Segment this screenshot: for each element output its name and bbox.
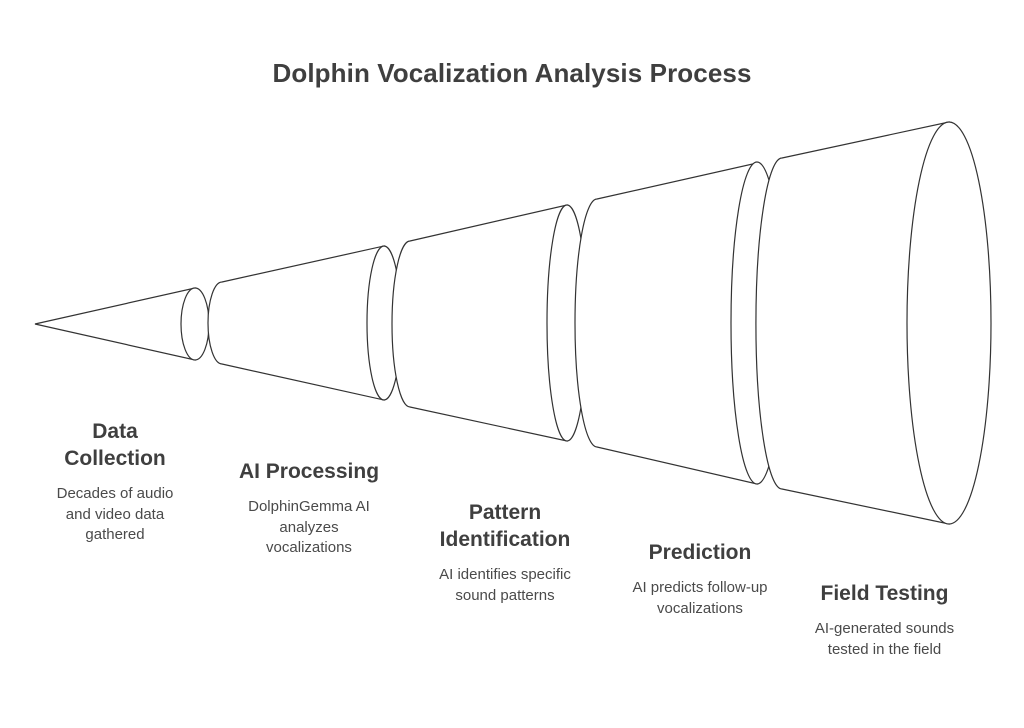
- stage-description-line: gathered: [85, 526, 145, 543]
- stage-title: Pattern Identification: [415, 499, 595, 553]
- funnel-segment-body: [391, 204, 568, 442]
- funnel-segment-body: [755, 121, 950, 525]
- funnel-segment-pattern-identification: [391, 204, 588, 442]
- funnel-segment-body: [34, 287, 196, 361]
- stage-title: Field Testing: [797, 580, 972, 607]
- stage-description: AI identifies specific sound patterns: [415, 565, 595, 606]
- stage-description-line: Decades of audio: [56, 485, 174, 502]
- funnel-segment-end-cap: [906, 121, 992, 525]
- stage-description-line: vocalizations: [266, 539, 352, 556]
- stage-title-line: Collection: [64, 447, 166, 470]
- funnel-segment-end-cap: [180, 287, 210, 361]
- stage-description: AI predicts follow-up vocalizations: [605, 578, 795, 619]
- stage-description: Decades of audio and video data gathered: [40, 484, 190, 546]
- stage-description-line: AI predicts follow-up: [632, 579, 768, 596]
- diagram-title: Dolphin Vocalization Analysis Process: [272, 58, 752, 88]
- stage-description-line: vocalizations: [657, 599, 743, 617]
- stage-title: AI Processing: [223, 458, 395, 485]
- stage-description-line: AI-generated sounds: [814, 620, 955, 637]
- stage-description-line: DolphinGemma AI: [248, 498, 370, 515]
- stage-description-line: sound patterns: [455, 586, 555, 604]
- stage-title-line: Field Testing: [820, 582, 949, 605]
- stage-title-line: AI Processing: [238, 460, 380, 483]
- stage-ai-processing: AI Processing DolphinGemma AI analyzes v…: [223, 458, 395, 559]
- stage-title-line: Pattern: [468, 501, 542, 524]
- stage-description: AI-generated sounds tested in the field: [797, 619, 972, 660]
- funnel-segment-body: [207, 245, 385, 401]
- stage-description: DolphinGemma AI analyzes vocalizations: [223, 497, 395, 559]
- stage-title-line: Prediction: [648, 541, 752, 564]
- stage-description-line: analyzes: [279, 518, 339, 536]
- funnel-segment-data-collection: [34, 287, 210, 361]
- funnel-segment-field-testing: [755, 121, 992, 525]
- stage-prediction: Prediction AI predicts follow-up vocaliz…: [605, 539, 795, 619]
- funnel-segment-body: [574, 162, 758, 485]
- stage-title-line: Data: [92, 420, 138, 443]
- stage-description-line: AI identifies specific: [439, 566, 571, 583]
- stage-description-line: tested in the field: [827, 640, 942, 658]
- stage-description-line: and video data: [65, 505, 165, 523]
- funnel-segment-prediction: [574, 161, 784, 485]
- funnel-segment-ai-processing: [207, 245, 402, 401]
- stage-title: Prediction: [605, 539, 795, 566]
- stage-field-testing: Field Testing AI-generated sounds tested…: [797, 580, 972, 660]
- stage-title-line: Identification: [439, 528, 571, 551]
- stage-pattern-identification: Pattern Identification AI identifies spe…: [415, 499, 595, 606]
- stage-data-collection: Data Collection Decades of audio and vid…: [40, 418, 190, 546]
- stage-title: Data Collection: [40, 418, 190, 472]
